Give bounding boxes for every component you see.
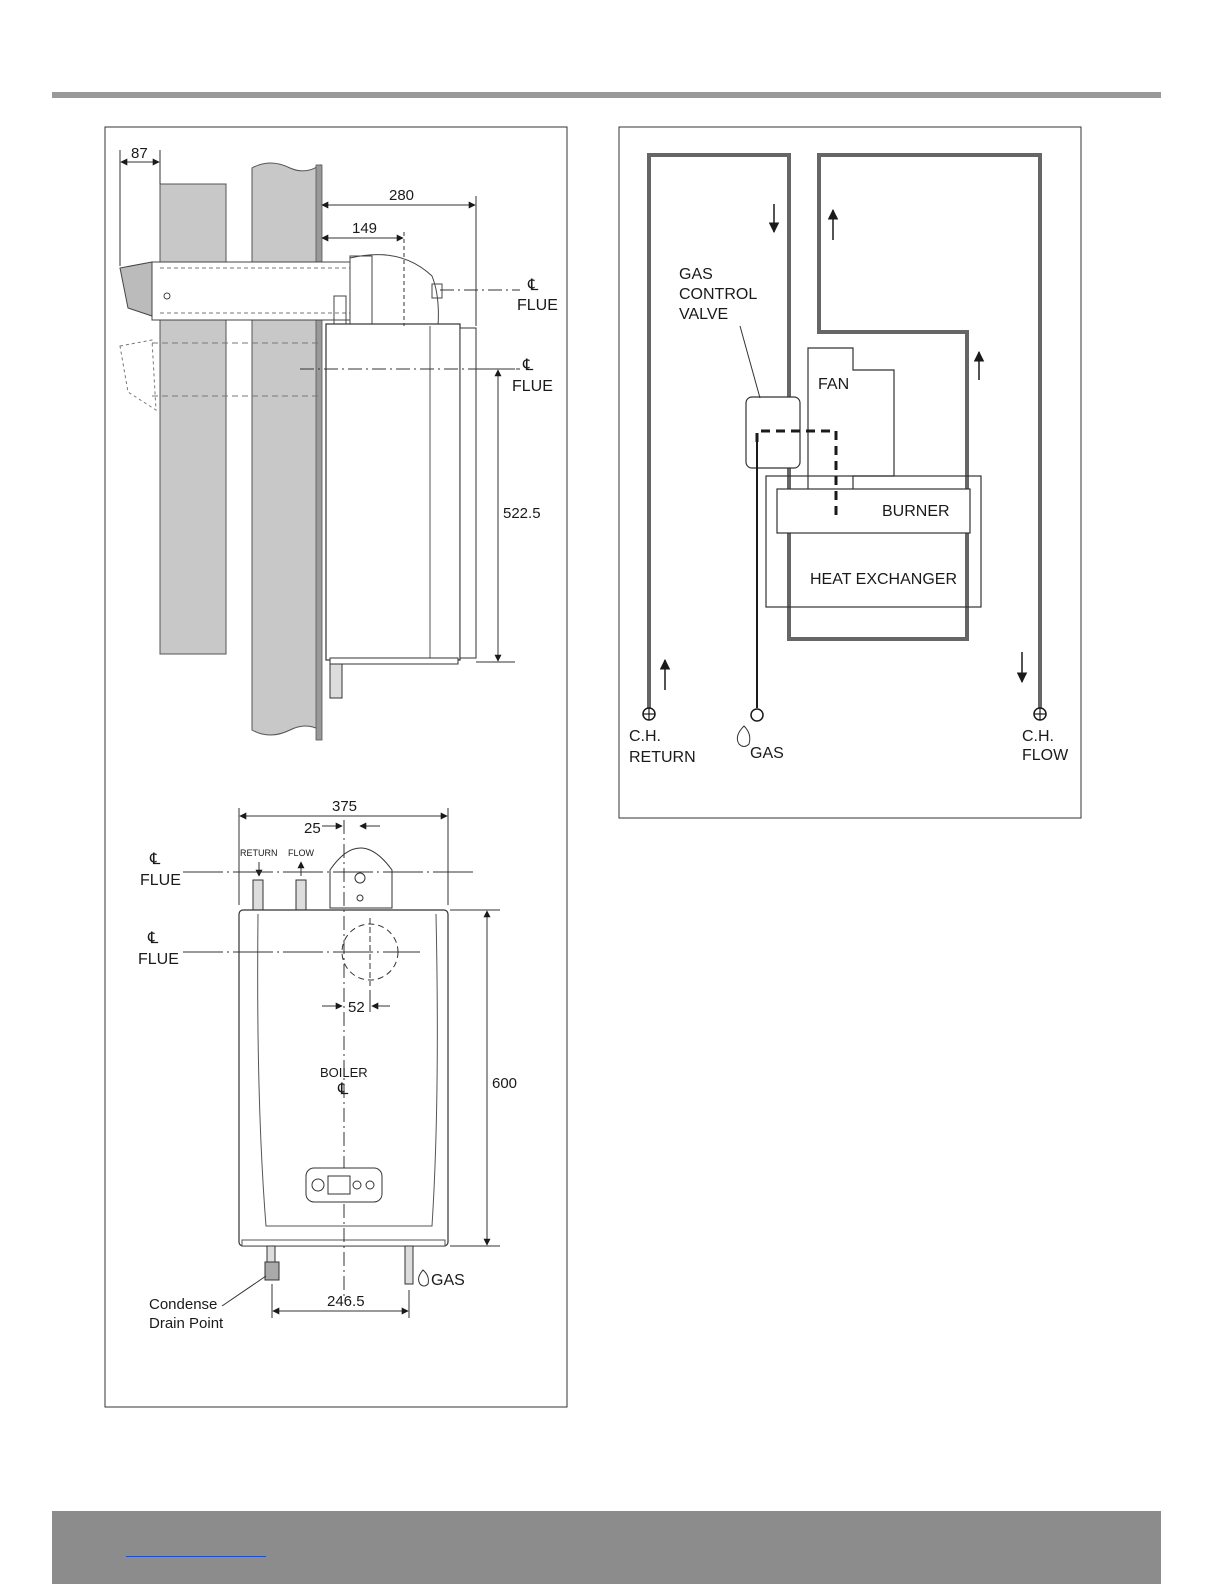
control-panel — [306, 1168, 382, 1202]
gas-label-schematic: GAS — [750, 745, 784, 762]
flue-label-1: FLUE — [517, 297, 558, 314]
alt-terminal-dashed — [120, 340, 156, 410]
return-pipe — [253, 880, 263, 910]
flue-elbow — [350, 255, 438, 326]
condense-pipe — [267, 1246, 275, 1262]
dim-375-text: 375 — [332, 798, 357, 815]
wall-plate — [316, 165, 322, 740]
gas-pipe — [405, 1246, 413, 1284]
boiler-front-cover — [460, 328, 476, 658]
gas-label-front: GAS — [431, 1272, 465, 1289]
ch-return-label-1: C.H. — [629, 728, 661, 745]
wall-inner-lower — [252, 320, 320, 735]
flow-pipe — [296, 880, 306, 910]
heat-exchanger-label: HEAT EXCHANGER — [810, 571, 957, 588]
wall-inner-upper — [252, 163, 320, 262]
cl-symbol-2: ℄ — [522, 357, 534, 374]
flow-label: FLOW — [288, 848, 315, 858]
cl-symbol-front-1: ℄ — [149, 851, 161, 868]
cl-symbol-1: ℄ — [527, 277, 539, 294]
flue-label-2: FLUE — [512, 378, 553, 395]
flue-elbow-front — [330, 848, 392, 908]
gas-flame-icon — [419, 1270, 429, 1286]
wall-outer-lower — [160, 320, 226, 654]
side-view: 87 280 149 522.5 ℄ FLUE ℄ FLUE — [120, 145, 558, 740]
schematic: FAN HEAT EXCHANGER BURNER GAS CONTROL VA… — [629, 155, 1069, 766]
wall-outer-upper — [160, 184, 226, 262]
return-label: RETURN — [240, 848, 278, 858]
dim-25-text: 25 — [304, 820, 321, 837]
front-view: 375 25 RETURN FLOW 52 ℄ FLUE ℄ — [138, 798, 517, 1332]
gas-valve-leader — [740, 326, 760, 398]
ch-return-label-2: RETURN — [629, 749, 696, 766]
flue-label-front-1: FLUE — [140, 872, 181, 889]
boiler-body-side — [326, 324, 460, 660]
footer-link[interactable] — [126, 1555, 266, 1557]
condense-label-1: Condense — [149, 1296, 217, 1313]
condense-drain — [265, 1262, 279, 1280]
dim-246-text: 246.5 — [327, 1293, 365, 1310]
burner-label: BURNER — [882, 503, 950, 520]
gas-valve-label-1: GAS — [679, 266, 713, 283]
gas-valve-label-3: VALVE — [679, 306, 728, 323]
flue-pipe — [152, 262, 352, 320]
boiler-base — [330, 658, 458, 664]
dim-280-text: 280 — [389, 187, 414, 204]
cl-symbol-front-2: ℄ — [147, 930, 159, 947]
dim-149-text: 149 — [352, 220, 377, 237]
gas-connection — [751, 709, 763, 721]
fan-label: FAN — [818, 376, 849, 393]
boiler-cl-symbol: ℄ — [337, 1081, 349, 1098]
condense-label-2: Drain Point — [149, 1315, 224, 1332]
dim-600-text: 600 — [492, 1075, 517, 1092]
dim-522-text: 522.5 — [503, 505, 541, 522]
drain-fitting — [330, 664, 342, 698]
gas-valve-label-2: CONTROL — [679, 286, 757, 303]
dim-52-text: 52 — [348, 999, 365, 1016]
boiler-label: BOILER — [320, 1065, 368, 1080]
footer-bar — [52, 1511, 1161, 1584]
dim-87-text: 87 — [131, 145, 148, 162]
gas-flame-icon-schematic — [737, 726, 749, 747]
ch-flow-label-2: FLOW — [1022, 747, 1069, 764]
flue-label-front-2: FLUE — [138, 951, 179, 968]
ch-flow-label-1: C.H. — [1022, 728, 1054, 745]
flue-terminal — [120, 262, 152, 316]
condense-leader — [222, 1276, 266, 1306]
